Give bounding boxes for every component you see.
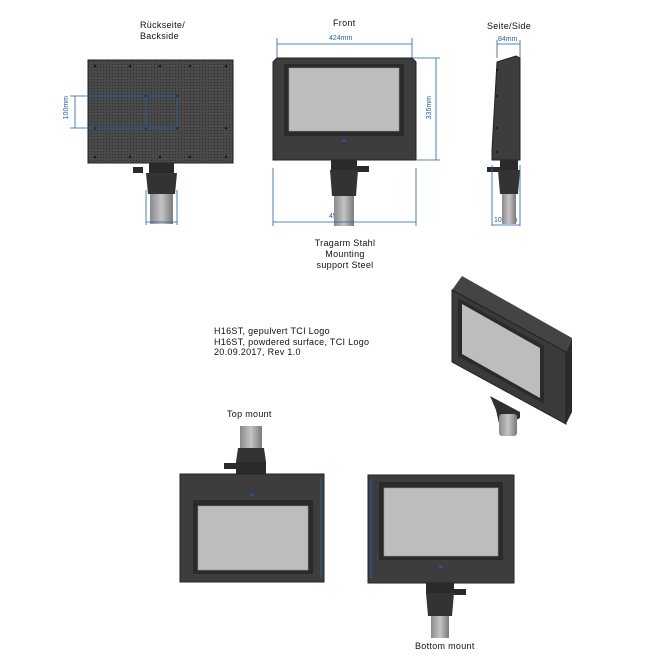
side-knob	[487, 167, 500, 172]
bottom-mount-logo	[439, 566, 443, 568]
note-line-3: 20.09.2017, Rev 1.0	[214, 347, 301, 357]
vesa-pattern	[145, 95, 178, 129]
front-view-label: Front	[333, 18, 356, 28]
bottom-mount-joint-top	[426, 583, 454, 593]
back-panel	[87, 59, 234, 164]
isometric-view	[451, 276, 572, 436]
mounting-caption-line2: Mounting	[325, 249, 365, 259]
front-view	[272, 38, 440, 226]
iso-pole	[499, 414, 517, 436]
back-joint-top	[149, 163, 174, 173]
front-pole	[334, 196, 354, 226]
iso-screen	[462, 304, 540, 398]
mounting-caption: Tragarm Stahl Mounting support Steel	[300, 238, 390, 271]
side-view-label: Seite/Side	[487, 21, 532, 31]
mounting-caption-line1: Tragarm Stahl	[314, 238, 376, 248]
bottom-mount-view	[367, 474, 515, 638]
note-line-1: H16ST, gepulvert TCI Logo	[214, 326, 330, 336]
top-mount-pole	[240, 426, 262, 448]
front-knob	[357, 166, 369, 172]
side-pole	[502, 194, 516, 224]
top-mount-joint-base	[236, 462, 266, 474]
front-logo	[342, 140, 346, 142]
side-top-dimension-label: 84mm	[498, 36, 518, 43]
front-joint-top	[331, 160, 357, 170]
top-mount-logo	[250, 494, 254, 496]
side-joint	[498, 170, 520, 194]
top-mount-joint	[236, 448, 266, 462]
note-line-2: H16ST, powdered surface, TCI Logo	[214, 336, 370, 347]
back-view	[70, 59, 234, 225]
top-mount-view	[179, 426, 325, 583]
back-pole	[150, 194, 173, 224]
revision-note: H16ST, gepulvert TCI Logo H16ST, powdere…	[214, 326, 369, 358]
side-joint-top	[500, 160, 518, 170]
mounting-caption-line3: support Steel	[316, 260, 374, 270]
bottom-mount-joint	[426, 593, 454, 616]
top-mount-label: Top mount	[227, 409, 272, 419]
back-view-label-line1: Rückseite/	[140, 20, 186, 30]
top-mount-screen	[197, 505, 309, 571]
top-mount-knob	[224, 463, 238, 469]
bottom-mount-knob	[454, 589, 466, 595]
bottom-mount-screen	[383, 487, 499, 557]
back-view-label: Rückseite/ Backside	[140, 20, 185, 42]
back-screws	[93, 64, 228, 159]
back-view-label-line2: Backside	[140, 31, 179, 41]
side-screws	[495, 68, 499, 154]
front-screen	[288, 67, 400, 132]
front-top-dimension-label: 424mm	[329, 35, 353, 42]
iso-top-face	[452, 276, 572, 352]
iso-right-face	[566, 338, 572, 424]
bottom-mount-pole	[431, 616, 449, 638]
front-joint	[330, 170, 358, 196]
back-joint	[146, 173, 177, 194]
side-view	[487, 40, 521, 226]
bottom-mount-label: Bottom mount	[415, 641, 475, 651]
side-housing	[491, 55, 521, 161]
back-knob	[133, 167, 143, 173]
